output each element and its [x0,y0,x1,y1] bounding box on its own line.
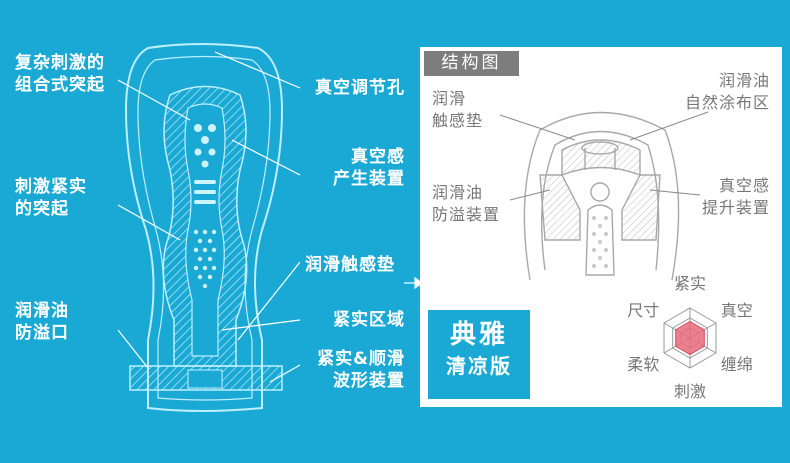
radar-axis-label: 尺寸 [625,301,661,321]
radar-axis-label: 刺激 [672,382,708,402]
radar-axis-label: 柔软 [625,355,661,375]
radar-value-area [676,322,705,355]
radar-axis-label: 紧实 [672,274,708,294]
radar-axis-label: 真空 [719,301,755,321]
radar-axis-label: 缠绵 [719,355,755,375]
